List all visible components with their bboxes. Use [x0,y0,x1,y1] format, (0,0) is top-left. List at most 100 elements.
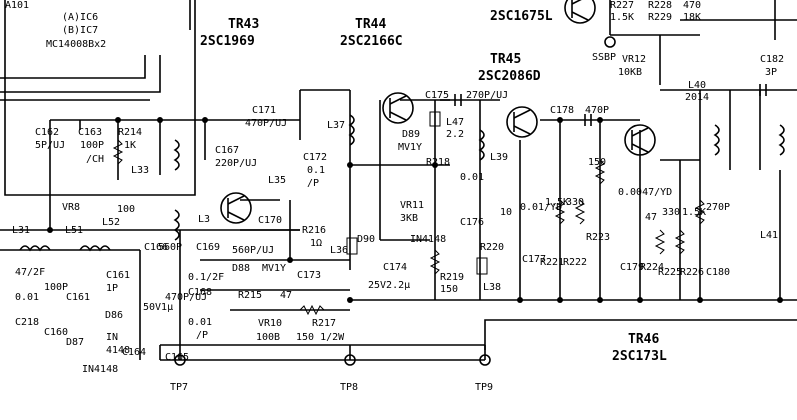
l40-label: L40 [688,80,706,91]
tr45-symbol [506,106,538,138]
c176-label: C176 [460,217,484,228]
r223-label: R223 [586,232,610,243]
top-transistor-part: 2SC1675L [490,9,553,24]
c162-label: C162 [35,127,59,138]
c160-label: C160 [44,327,68,338]
r100-value: 100 [117,204,135,215]
c165-label: C165 [165,352,189,363]
r229-label: R229 [648,12,672,23]
c168-label: C168 [188,287,212,298]
tr45-part: 2SC2086D [478,69,541,84]
c179-label: C179 [620,262,644,273]
c168-value: 0.01 [188,317,212,328]
tr43-ref: TR43 [228,17,259,32]
tr45-ref: TR45 [490,52,521,67]
tr44-part: 2SC2166C [340,34,403,49]
c162-value: 5P/UJ [35,140,65,151]
d88-label: D88 [232,263,250,274]
c175-value: 270P/UJ [466,90,508,101]
l52-label: L52 [102,217,120,228]
r226-label: R226 [680,267,704,278]
r224-label: R224 [640,262,664,273]
r217-value: 150 1/2W [296,332,345,343]
c167-value: 220P/UJ [215,158,257,169]
r227-label: R227 [610,0,634,11]
tp7-marker [174,354,186,366]
mc14008-label: MC14008Bx2 [46,39,106,50]
in4148b-label: IN [106,332,118,343]
c182-label: C182 [760,54,784,65]
l3-label: L3 [198,214,210,225]
l47-value: 2.2 [446,129,464,140]
c177-value: 0.01/YD [520,202,562,213]
d90-label: D90 [357,234,375,245]
c163-label: C163 [78,127,102,138]
tp9-label: TP9 [475,382,493,393]
d89-value: MV1Y [398,142,422,153]
c171-label: C171 [252,105,276,116]
l36-label: L36 [330,245,348,256]
r224-value: 47 [645,212,657,223]
vr12-value: 10KB [618,67,642,78]
c163-value: 100P [80,140,104,151]
c161-value: 1P [106,283,118,294]
r216-label: R216 [302,225,326,236]
vr12-label: VR12 [622,54,646,65]
ssbp-label: SSBP [592,52,616,63]
vr10-value: 100B [256,332,280,343]
transistor-symbols [220,0,656,224]
ic7-label: (B)IC7 [62,25,98,36]
r214-label: R214 [118,127,142,138]
c177-label: C177 [522,254,546,265]
c165-value: 470P/UJ [165,292,207,303]
l37-label: L37 [327,120,345,131]
vr11-value: 3KB [400,213,418,224]
junction-dots [47,117,783,303]
in4148b-value: 4148 [106,345,130,356]
r222-label: R222 [563,257,587,268]
c180-label: C180 [706,267,730,278]
c163-type: /CH [86,154,104,165]
d87-value: IN4148 [82,364,118,375]
in4148-label: IN4148 [410,234,446,245]
c161b-label: C161 [66,292,90,303]
d86-label: D86 [105,310,123,321]
d88-value: MV1Y [262,263,286,274]
tr46-symbol [624,124,656,156]
r228-label: R228 [648,0,672,11]
passives [112,84,767,316]
c166-value: 560P [158,242,182,253]
ssbp-marker [604,36,616,48]
c173-label: C173 [297,270,321,281]
inductors [19,114,785,252]
r225-value: 330 [662,207,680,218]
c167-label: C167 [215,145,239,156]
tr44-ref: TR44 [355,17,386,32]
l47-label: L47 [446,117,464,128]
tr-top-symbol [564,0,596,24]
c171-value: 470P/UJ [245,118,287,129]
tr46-ref: TR46 [628,332,659,347]
r221-value: 1.5K [545,197,569,208]
c182-value: 3P [765,67,777,78]
l35-label: L35 [268,175,286,186]
c172-value: 0.1 [307,165,325,176]
c164-value: 50V1μ [143,302,173,313]
r226-value: 1.5K [682,207,706,218]
l33-label: L33 [131,165,149,176]
c169-value: 560P/UJ [232,245,274,256]
c179-value: 0.0047/YD [618,187,672,198]
r219-label: R219 [440,272,464,283]
c168-type: /P [196,330,208,341]
test-point-markers [174,36,616,366]
l39-label: L39 [490,152,508,163]
tp7-label: TP7 [170,382,188,393]
c178-value: 470P [585,105,609,116]
c175-label: C175 [425,90,449,101]
r219-value: 150 [440,284,458,295]
r217-label: R217 [312,318,336,329]
r215-value: 47 [280,290,292,301]
d89-label: D89 [402,129,420,140]
vr8-label: VR8 [62,202,80,213]
